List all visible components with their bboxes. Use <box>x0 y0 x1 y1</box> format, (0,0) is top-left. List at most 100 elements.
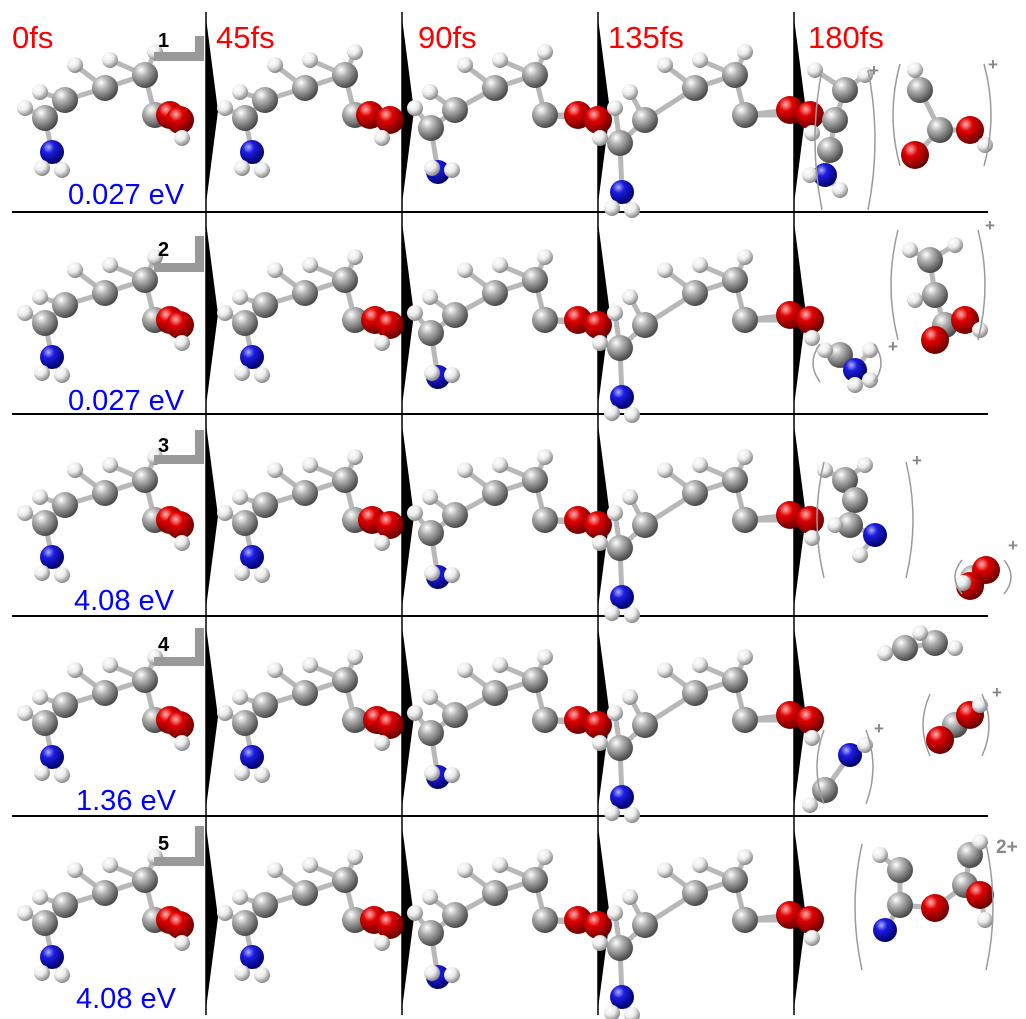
carbon-atom <box>292 680 318 706</box>
trajectory-number: 5 <box>158 833 169 855</box>
hydrogen-atom <box>737 849 753 865</box>
carbon-atom <box>532 102 558 128</box>
oxygen-atom <box>166 106 194 134</box>
hydrogen-atom <box>17 100 33 116</box>
hydrogen-atom <box>492 657 508 673</box>
hydrogen-atom <box>32 889 48 905</box>
hydrogen-atom <box>54 767 70 783</box>
hydrogen-atom <box>457 262 473 278</box>
carbon-atom <box>482 880 508 906</box>
hydrogen-atom <box>624 1007 640 1019</box>
hydrogen-atom <box>607 705 623 721</box>
bracket-left <box>854 843 863 971</box>
hydrogen-atom <box>604 605 620 621</box>
hydrogen-atom <box>537 849 553 865</box>
hydrogen-atom <box>604 1005 620 1019</box>
nitrogen-atom <box>240 140 264 164</box>
hydrogen-atom <box>592 335 608 351</box>
hydrogen-atom <box>804 125 820 141</box>
hydrogen-atom <box>347 44 363 60</box>
hydrogen-atom <box>817 342 833 358</box>
energy-label: 0.027 eV <box>68 385 185 417</box>
carbon-atom <box>332 267 358 293</box>
row-separators <box>12 211 988 817</box>
carbon-atom <box>442 97 468 123</box>
hydrogen-atom <box>607 100 623 116</box>
hydrogen-atom <box>802 797 818 813</box>
carbon-atom <box>92 480 118 506</box>
trajectory-number: 2 <box>158 239 169 261</box>
molecule <box>817 342 878 393</box>
oxygen-atom <box>796 306 824 334</box>
hydrogen-atom <box>374 935 390 951</box>
hydrogen-atom <box>102 52 118 68</box>
hydrogen-atom <box>102 257 118 273</box>
carbon-atom <box>732 507 758 533</box>
time-label: 135fs <box>608 20 684 55</box>
hydrogen-atom <box>302 657 318 673</box>
bracket-left <box>814 69 823 211</box>
carbon-atom <box>442 702 468 728</box>
hydrogen-atom <box>267 862 283 878</box>
molecule <box>902 237 988 354</box>
hydrogen-atom <box>54 567 70 583</box>
hydrogen-atom <box>232 84 248 100</box>
carbon-atom <box>722 62 748 88</box>
molecule <box>17 249 194 383</box>
carbon-atom <box>132 467 158 493</box>
oxygen-atom <box>926 726 954 754</box>
hydrogen-atom <box>424 365 440 381</box>
hydrogen-atom <box>947 237 963 253</box>
carbon-atom <box>252 87 278 113</box>
fragment-brackets <box>812 63 1012 971</box>
energy-label: 4.08 eV <box>74 585 175 617</box>
carbon-atom <box>332 467 358 493</box>
carbon-atom <box>132 667 158 693</box>
carbon-atom <box>92 880 118 906</box>
hydrogen-atom <box>54 967 70 983</box>
carbon-atom <box>522 62 548 88</box>
bracket-right <box>867 69 876 211</box>
bracket-left <box>954 559 963 595</box>
hydrogen-atom <box>622 84 638 100</box>
hydrogen-atom <box>537 649 553 665</box>
hydrogen-atom <box>347 649 363 665</box>
hydrogen-atom <box>254 567 270 583</box>
hydrogen-atom <box>217 100 233 116</box>
hydrogen-atom <box>174 535 190 551</box>
hydrogen-atom <box>32 84 48 100</box>
carbon-atom <box>32 910 58 936</box>
hydrogen-atom <box>827 517 843 533</box>
arrow-wedge-icon <box>402 826 414 1009</box>
hydrogen-atom <box>347 849 363 865</box>
charge-label: + <box>869 61 879 80</box>
hydrogen-atom <box>424 565 440 581</box>
nitrogen-atom <box>40 140 64 164</box>
molecule <box>926 697 988 754</box>
oxygen-atom <box>166 911 194 939</box>
hydrogen-atom <box>347 449 363 465</box>
carbon-atom <box>917 247 943 273</box>
hydrogen-atom <box>604 200 620 216</box>
hydrogen-atom <box>457 57 473 73</box>
carbon-atom <box>732 707 758 733</box>
carbon-atom <box>632 712 658 738</box>
carbon-atom <box>32 105 58 131</box>
carbon-atom <box>232 710 258 736</box>
carbon-atom <box>32 310 58 336</box>
hydrogen-atom <box>407 905 423 921</box>
carbon-atom <box>722 267 748 293</box>
trajectory-number: 4 <box>158 634 170 656</box>
hydrogen-atom <box>267 662 283 678</box>
hydrogen-atom <box>972 697 988 713</box>
carbon-atom <box>927 117 953 143</box>
carbon-atom <box>482 280 508 306</box>
carbon-atom <box>442 902 468 928</box>
hydrogen-atom <box>592 130 608 146</box>
hydrogen-atom <box>622 689 638 705</box>
arrow-wedge-icon <box>206 424 218 608</box>
carbon-atom <box>887 857 913 883</box>
hydrogen-atom <box>374 535 390 551</box>
hydrogen-atom <box>847 377 863 393</box>
hydrogen-atom <box>302 52 318 68</box>
